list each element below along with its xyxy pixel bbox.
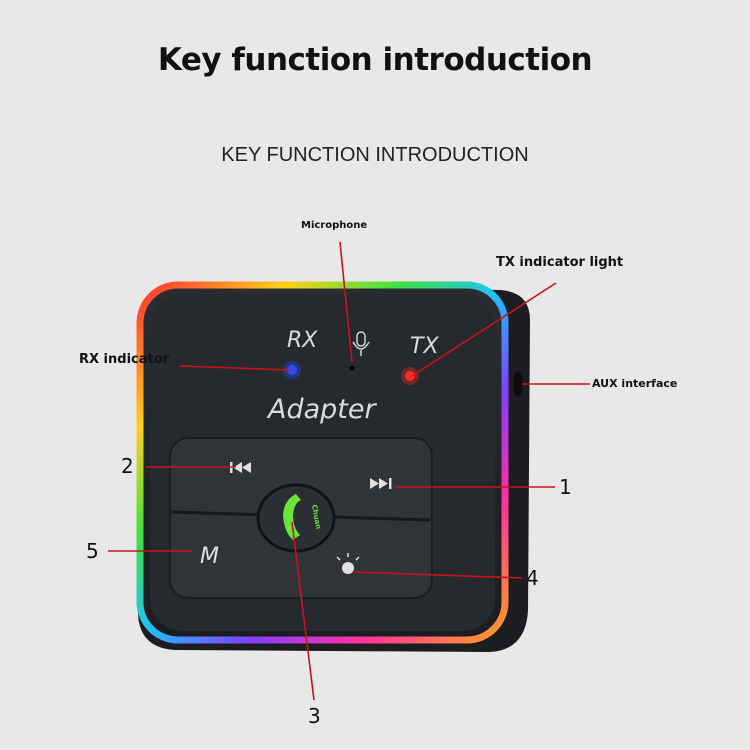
callout-3: 3 [308,704,321,728]
page-subtitle: KEY FUNCTION INTRODUCTION [221,144,529,166]
tx-led [405,371,415,381]
leader-rx [179,365,291,371]
microphone-hole [349,365,355,371]
brand-label: Adapter [266,394,377,425]
callout-rx-indicator: RX indicator [79,352,170,367]
callout-4: 4 [526,566,539,590]
rx-label: RX [287,328,318,353]
microphone-icon [352,331,370,356]
aux-port [513,372,523,396]
next-track-icon [370,478,392,489]
callout-2: 2 [121,454,134,478]
leader-microphone [339,241,353,363]
leader-tx [411,282,557,377]
tx-label: TX [410,334,439,359]
callout-tx-indicator: TX indicator light [496,255,624,270]
leader-4 [353,571,523,579]
callout-5: 5 [86,539,99,563]
callout-aux-interface: AUX interface [592,377,678,390]
callout-microphone: Microphone [301,220,368,231]
rx-led [287,365,297,375]
leader-lines [108,241,590,701]
light-bulb-icon [336,553,360,574]
callout-1: 1 [559,475,572,499]
mode-key-label: M [200,544,219,569]
leader-3 [291,521,315,701]
page-title: Key function introduction [157,42,593,78]
phone-icon [283,494,301,540]
